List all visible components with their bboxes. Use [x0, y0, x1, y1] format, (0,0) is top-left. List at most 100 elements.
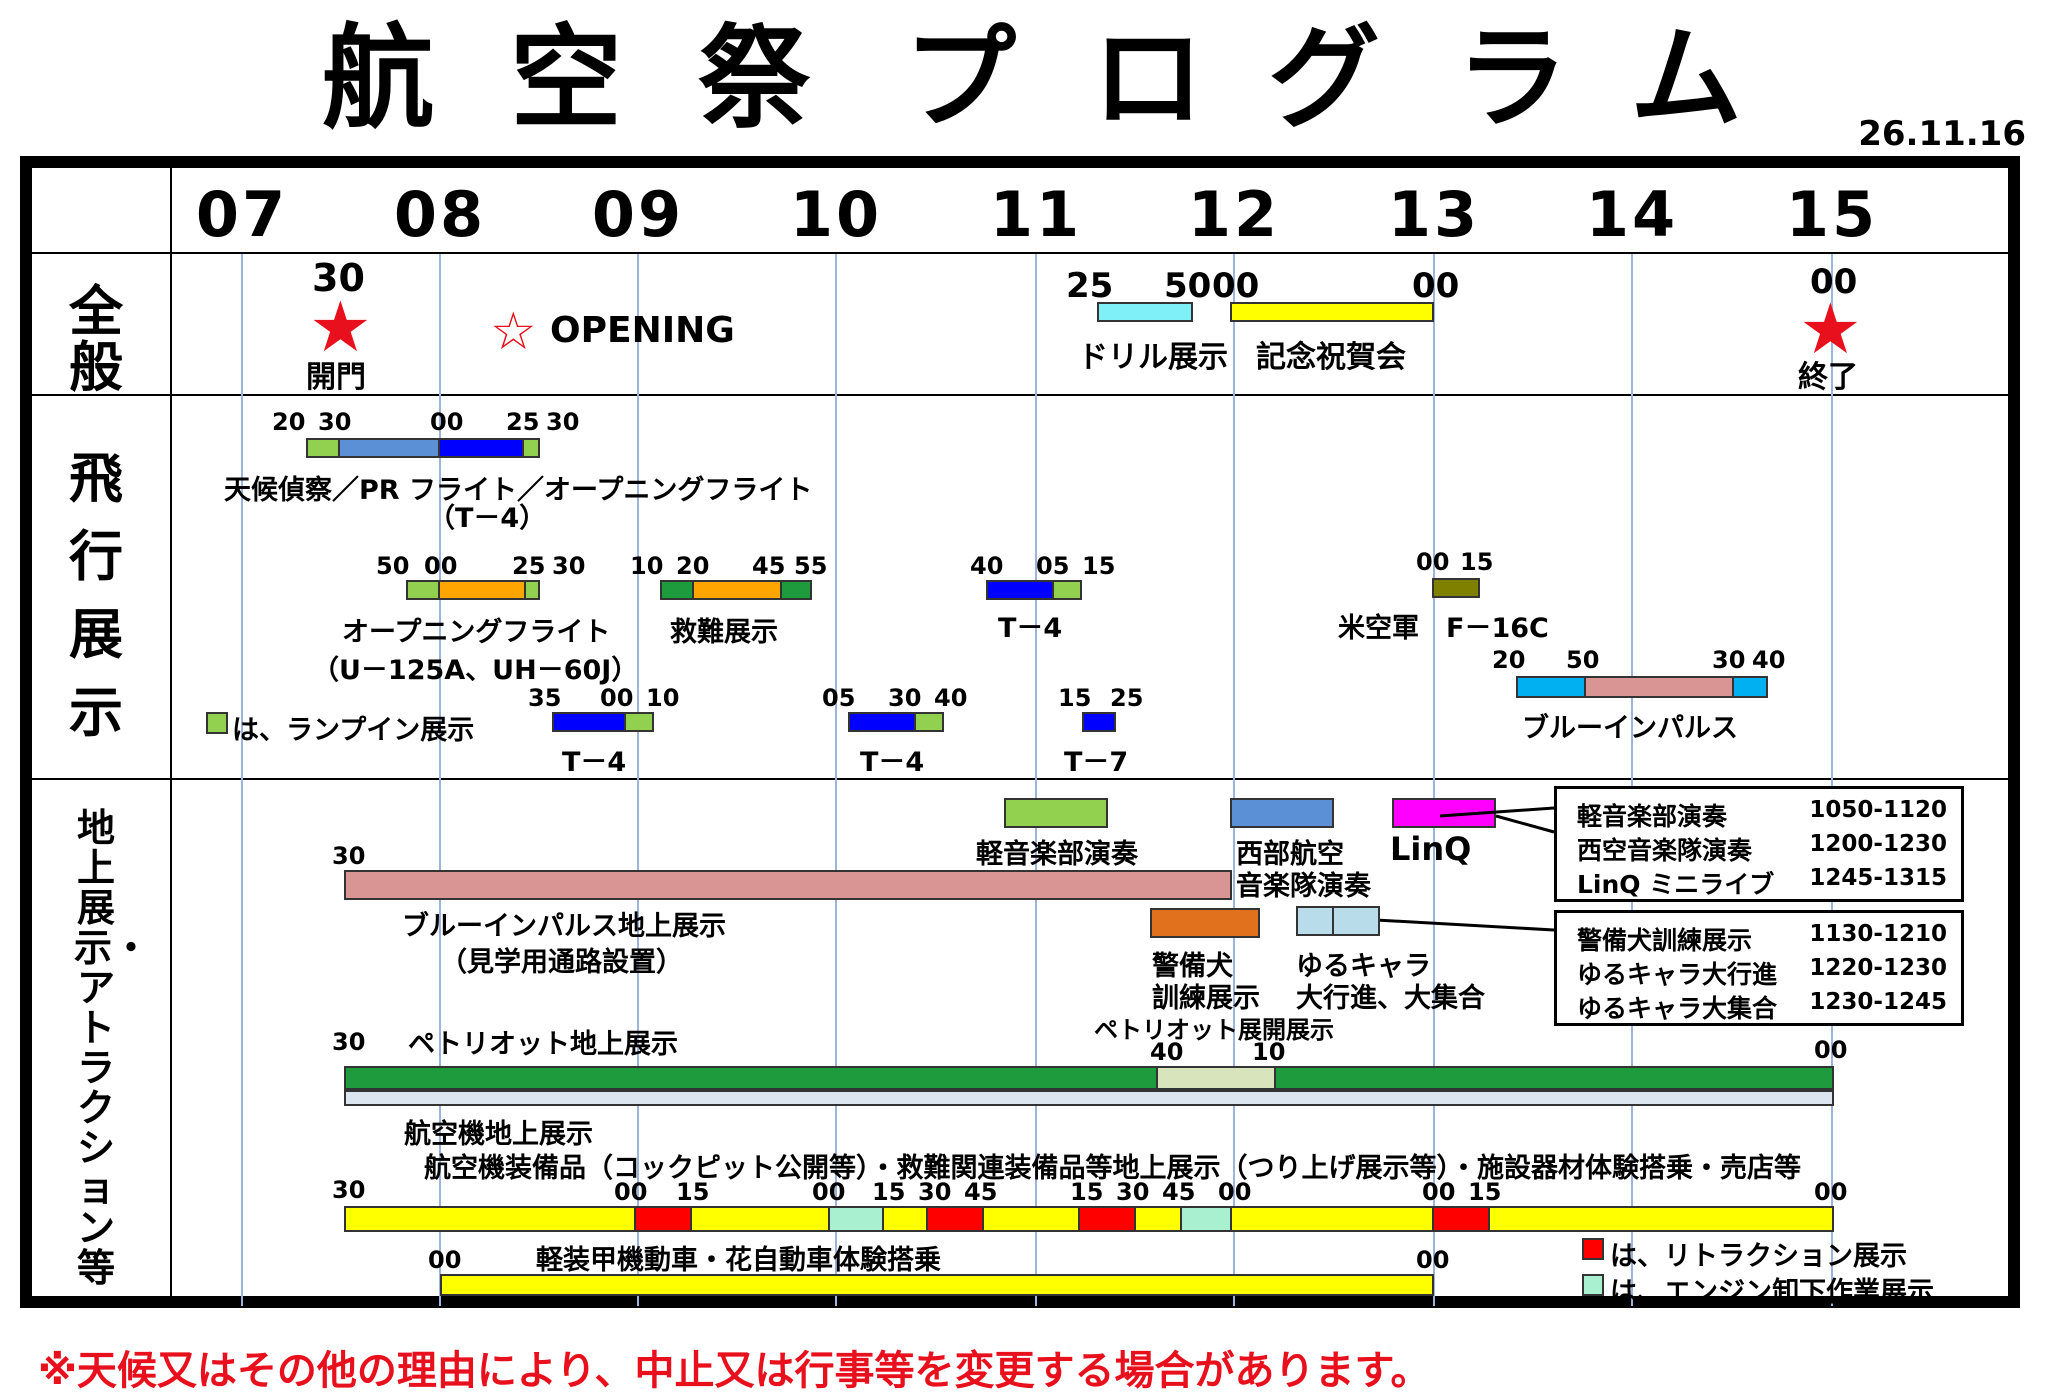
- blue-impulse-flight: [1584, 676, 1734, 698]
- rescue-segment: [660, 580, 694, 600]
- hour-gridline: [1831, 254, 1833, 1306]
- schedule-row: 西空音楽隊演奏 1200-1230: [1577, 831, 1947, 867]
- time-mark: 00: [424, 552, 458, 580]
- time-mark: 55: [794, 552, 828, 580]
- hour-label: 14: [1585, 178, 1679, 251]
- hour-label: 12: [1187, 178, 1281, 251]
- drill-end: 50: [1164, 266, 1212, 306]
- title-char: ラ: [1456, 14, 1568, 144]
- open-time: 30: [312, 256, 365, 300]
- engine-removal-segment: [1180, 1206, 1232, 1232]
- legend-rampin-label: は、ランプイン展示: [232, 715, 475, 746]
- time-mark: 40: [970, 552, 1004, 580]
- west-band-bar: [1230, 798, 1334, 828]
- f16-bar: [1432, 578, 1480, 598]
- time-mark: 40: [1150, 1038, 1184, 1066]
- rampin-segment: [522, 438, 540, 458]
- yuru-chara-bar: [1296, 906, 1334, 936]
- hour-gridline: [1433, 254, 1435, 1306]
- hour-gridline: [637, 254, 639, 1306]
- recon-aircraft: （T－4）: [428, 503, 547, 534]
- time-mark: 50: [1566, 646, 1600, 674]
- time-mark: 25: [1110, 684, 1144, 712]
- drill-start: 25: [1066, 266, 1114, 306]
- time-mark: 00: [1422, 1178, 1456, 1206]
- time-mark: 35: [528, 684, 562, 712]
- schedule-name: 警備犬訓練展示: [1577, 926, 1753, 955]
- end-time: 00: [1810, 262, 1858, 302]
- time-mark: 00: [428, 1246, 462, 1274]
- schedule-name: 西空音楽隊演奏: [1577, 836, 1753, 865]
- row-label-general: 全般: [69, 280, 123, 399]
- header-divider: [32, 252, 2020, 254]
- star-icon: ★: [309, 286, 372, 368]
- t4-segment: [848, 712, 916, 732]
- star-outline-icon: ☆: [490, 302, 537, 362]
- row-label-flight: 飛行展示: [69, 447, 123, 744]
- linq-bar: [1392, 798, 1496, 828]
- time-mark: 25: [506, 408, 540, 436]
- open-label: 開門: [306, 360, 366, 395]
- time-mark: 05: [822, 684, 856, 712]
- legend-swatch-engine: [1582, 1274, 1604, 1296]
- schedule-table: [20, 156, 2020, 1308]
- time-mark: 00: [430, 408, 464, 436]
- time-mark: 00: [1416, 548, 1450, 576]
- t7-bar: [1082, 712, 1116, 732]
- rampin-segment: [524, 580, 540, 600]
- rescue-label: 救難展示: [670, 617, 778, 648]
- guard-dog-label: 訓練展示: [1152, 983, 1260, 1014]
- hour-label: 09: [591, 178, 685, 251]
- title-char: プ: [904, 14, 1016, 144]
- hour-gridline: [1035, 254, 1037, 1306]
- hour-label: 13: [1387, 178, 1481, 251]
- time-mark: 00: [1814, 1036, 1848, 1064]
- hour-label: 08: [393, 178, 487, 251]
- blue-impulse-ground-label: ブルーインパルス地上展示: [402, 911, 726, 942]
- row-divider: [32, 778, 2020, 780]
- time-mark: 40: [1752, 646, 1786, 674]
- schedule-time: 1245-1315: [1809, 865, 1947, 891]
- time-mark: 20: [1492, 646, 1526, 674]
- aircraft-display-bar: [344, 1090, 1834, 1106]
- retraction-segment: [926, 1206, 984, 1232]
- time-mark: 25: [512, 552, 546, 580]
- hour-gridline: [835, 254, 837, 1306]
- hour-label: 07: [195, 178, 289, 251]
- time-mark: 20: [272, 408, 306, 436]
- time-mark: 10: [630, 552, 664, 580]
- ceremony-bar: [1230, 302, 1434, 322]
- time-mark: 10: [1252, 1038, 1286, 1066]
- schedule-time: 1230-1245: [1809, 989, 1947, 1015]
- time-mark: 15: [1460, 548, 1494, 576]
- schedule-row: ゆるキャラ大集合 1230-1245: [1577, 989, 1947, 1025]
- schedule-name: ゆるキャラ大集合: [1577, 994, 1778, 1023]
- title-char: 空: [510, 14, 622, 144]
- t7-label: T－7: [1064, 747, 1129, 778]
- label-column-divider: [170, 168, 172, 1308]
- blue-impulse-ground-bar: [344, 870, 1232, 900]
- rampin-segment: [406, 580, 440, 600]
- time-mark: 15: [1058, 684, 1092, 712]
- light-band-bar: [1004, 798, 1108, 828]
- retraction-segment: [1078, 1206, 1136, 1232]
- title-char: グ: [1268, 14, 1380, 144]
- hour-gridline: [241, 254, 243, 1306]
- rampin-segment: [1052, 580, 1082, 600]
- time-mark: 30: [918, 1178, 952, 1206]
- opening-heli-aircraft: （U－125A、UH－60J）: [312, 655, 639, 686]
- schedule-time: 1200-1230: [1809, 831, 1947, 857]
- recon-label: 天候偵察／PR フライト／オープニングフライト: [224, 475, 813, 506]
- time-mark: 30: [332, 1176, 366, 1204]
- time-mark: 00: [600, 684, 634, 712]
- time-mark: 15: [1070, 1178, 1104, 1206]
- blue-impulse-label: ブルーインパルス: [1522, 713, 1738, 744]
- t4-segment: [552, 712, 626, 732]
- time-mark: 00: [1814, 1178, 1848, 1206]
- legend-swatch-retraction: [1582, 1238, 1604, 1260]
- opening-heli-label: オープニングフライト: [342, 617, 611, 648]
- blue-impulse-ground-note: （見学用通路設置）: [440, 947, 683, 978]
- schedule-name: LinQ ミニライブ: [1577, 870, 1775, 899]
- yuru-chara-bar: [1332, 906, 1380, 936]
